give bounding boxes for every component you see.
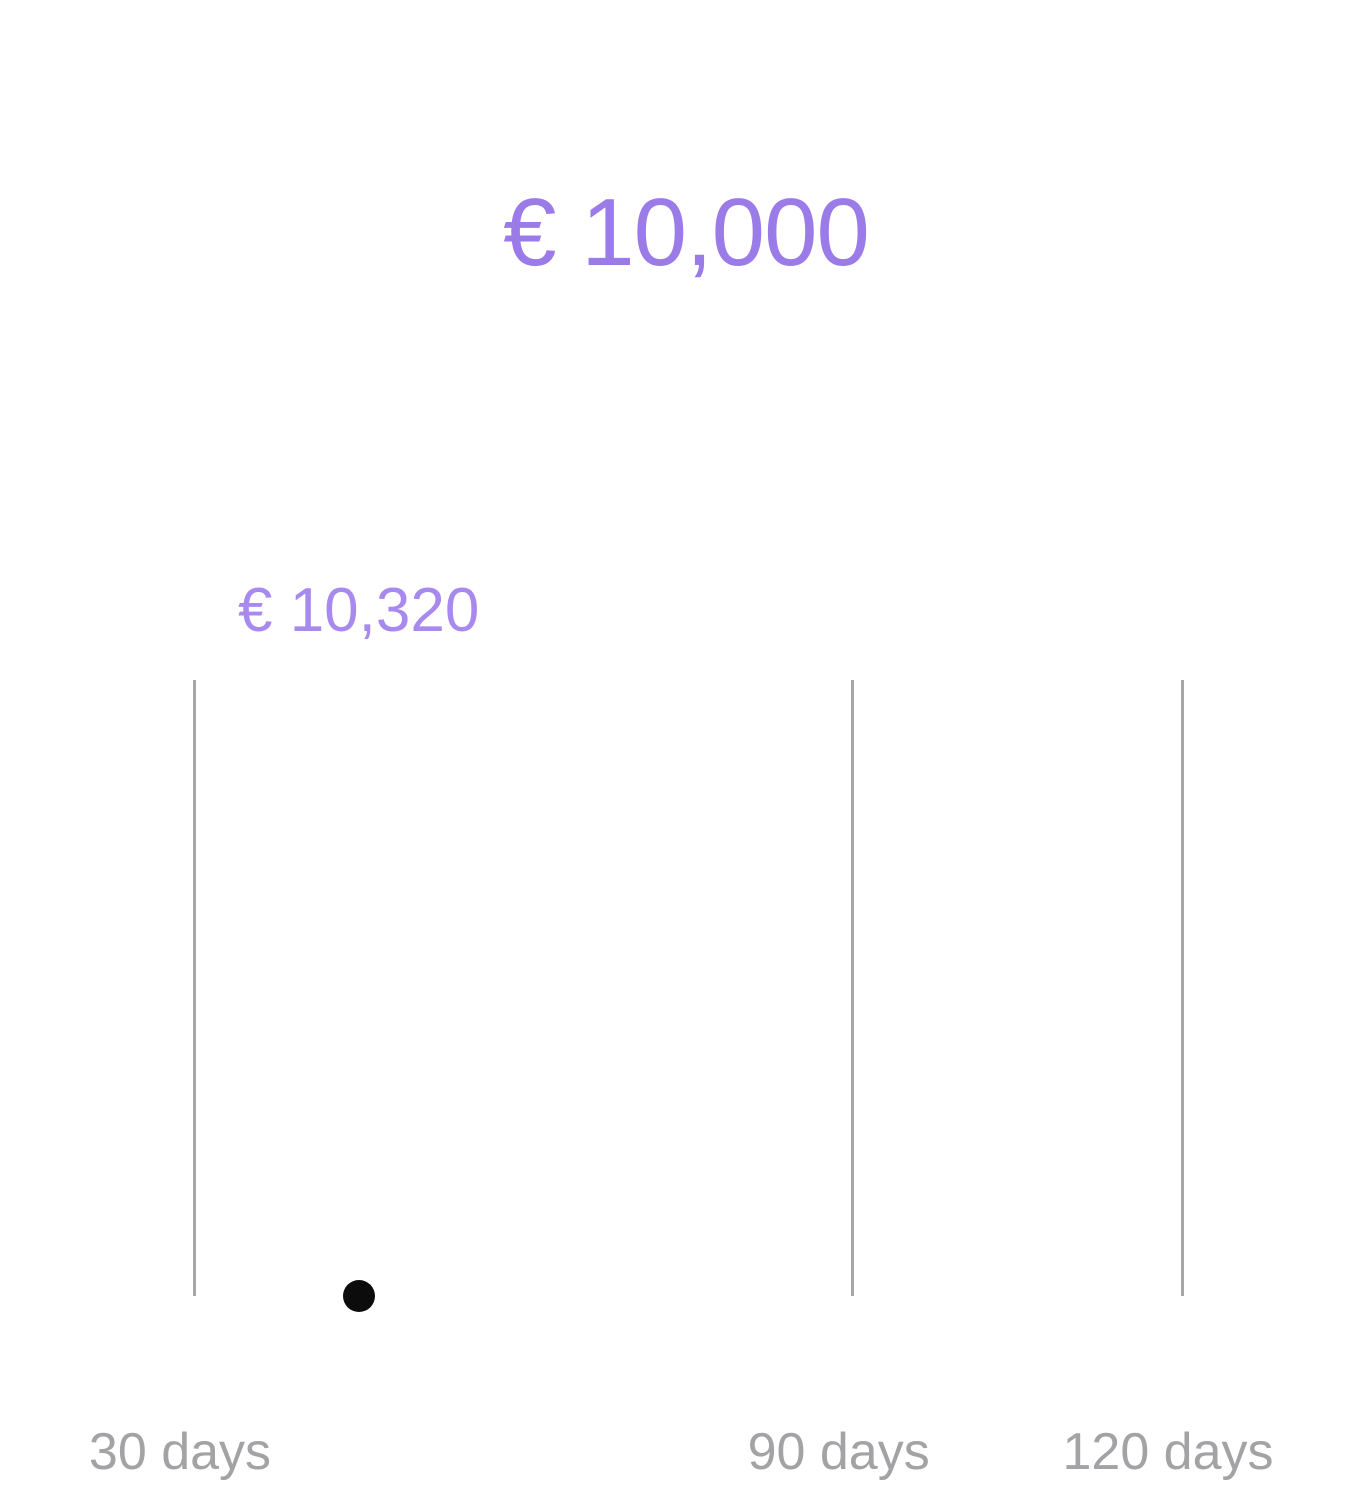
slider-tick-line: [851, 680, 855, 1296]
investment-amount: € 10,000: [503, 179, 870, 286]
slider-tick-line: [192, 680, 196, 1296]
projected-value-label: € 10,320: [237, 576, 480, 645]
slider-thumb[interactable]: [342, 1280, 375, 1312]
slider-tick-label[interactable]: 90 days: [747, 1423, 930, 1481]
slider-tick-line: [1180, 680, 1184, 1296]
slider-tick-label[interactable]: 30 days: [88, 1423, 272, 1481]
slider-tick-label[interactable]: 120 days: [1062, 1423, 1274, 1481]
